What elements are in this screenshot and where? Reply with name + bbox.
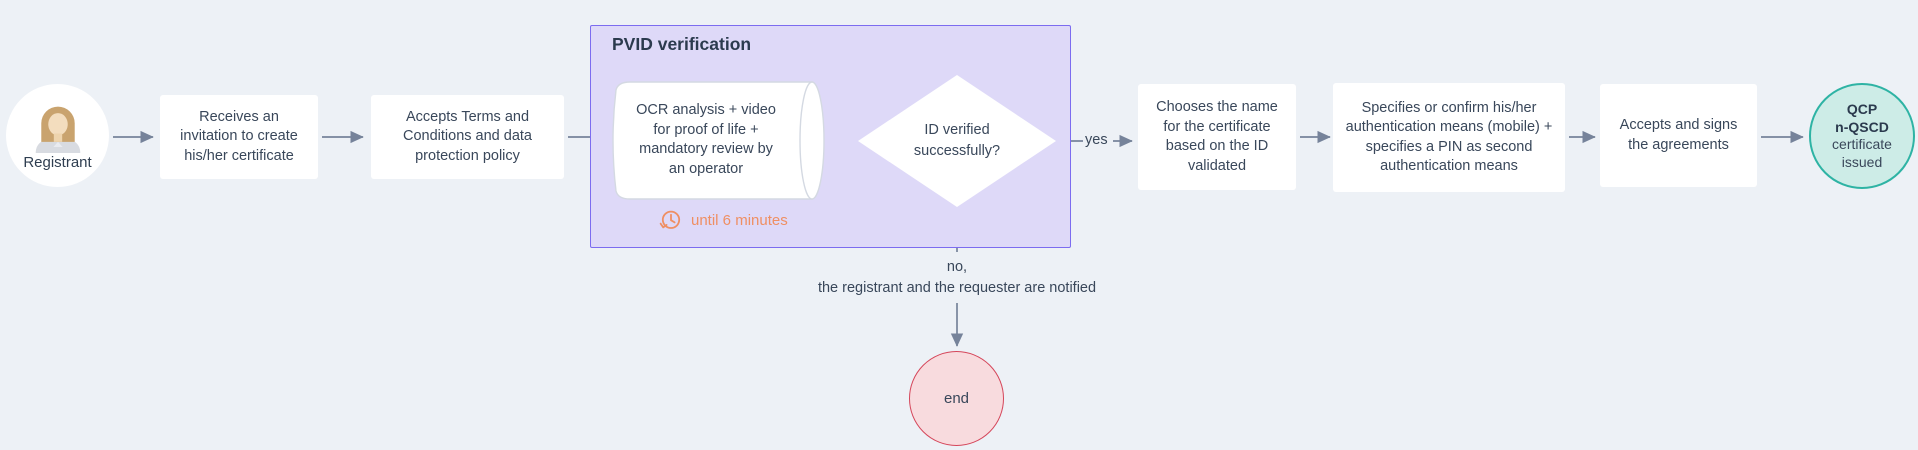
step-choose-name-box: Chooses the name for the certificate bas…: [1138, 84, 1296, 190]
duration-text: until 6 minutes: [691, 212, 788, 229]
issued-line2: n-QSCD: [1835, 118, 1889, 135]
registrant-label: Registrant: [23, 153, 92, 171]
decision-text: ID verified successfully?: [913, 122, 1001, 159]
step-auth-means-box: Specifies or confirm his/her authenticat…: [1333, 83, 1565, 192]
history-clock-icon: [659, 210, 681, 229]
certificate-issued-node: QCP n-QSCD certificate issued: [1809, 83, 1915, 189]
step-invitation-text: Receives an invitation to create his/her…: [180, 108, 298, 164]
person-icon: [35, 106, 80, 153]
registrant-node: Registrant: [6, 84, 109, 187]
step-auth-means-text: Specifies or confirm his/her authenticat…: [1345, 99, 1553, 175]
issued-line3: certificate issued: [1832, 136, 1892, 170]
ocr-process-cylinder: [612, 81, 825, 200]
step-invitation-box: Receives an invitation to create his/her…: [160, 95, 318, 179]
end-node: end: [909, 351, 1004, 446]
issued-line1: QCP: [1846, 101, 1878, 117]
step-terms-box: Accepts Terms and Conditions and data pr…: [371, 95, 564, 179]
step-choose-name-text: Chooses the name for the certificate bas…: [1156, 99, 1278, 174]
step-agreements-box: Accepts and signs the agreements: [1600, 84, 1757, 187]
no-note: the registrant and the requester are not…: [817, 280, 1097, 296]
step-terms-text: Accepts Terms and Conditions and data pr…: [403, 108, 532, 164]
duration-label: until 6 minutes: [659, 209, 788, 232]
end-label: end: [943, 390, 970, 407]
pvid-title: PVID verification: [612, 34, 752, 54]
yes-label: yes: [1085, 132, 1108, 148]
step-agreements-text: Accepts and signs the agreements: [1619, 117, 1738, 153]
ocr-process-text: OCR analysis + video for proof of life +…: [636, 102, 776, 177]
no-label: no,: [946, 259, 968, 275]
